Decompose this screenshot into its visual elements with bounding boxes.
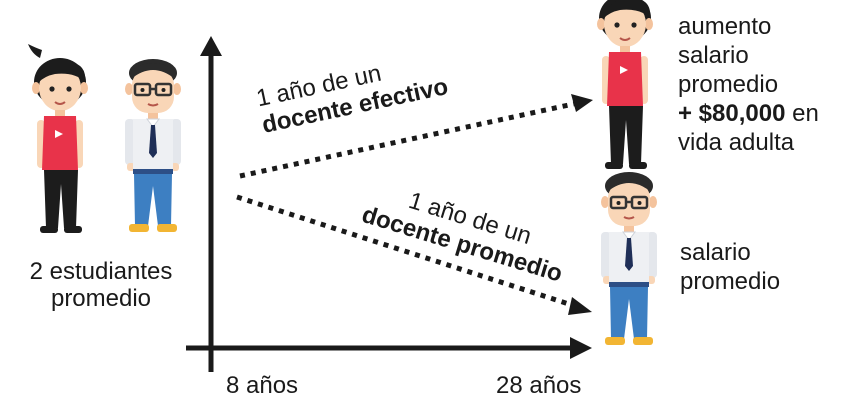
left-caption-line2: promedio bbox=[50, 285, 152, 312]
x-axis-arrowhead bbox=[570, 337, 592, 359]
outcome-line1: aumento bbox=[678, 13, 772, 40]
effective-path-arrowhead bbox=[571, 94, 593, 112]
left-caption-line1: 2 estudiantes bbox=[29, 258, 173, 285]
outcome-line5: vida adulta bbox=[678, 129, 795, 156]
x-axis-end-label: 28 años bbox=[496, 372, 582, 399]
effective-teacher-path bbox=[239, 100, 579, 179]
salary-increase-amount: + $80,000 bbox=[678, 100, 786, 127]
average-teacher-path bbox=[236, 194, 576, 309]
effective-outcome-text: aumento salario promedio + $80,000 en vi… bbox=[678, 12, 819, 157]
average-outcome-text: salario promedio bbox=[680, 238, 780, 296]
average-path-arrowhead bbox=[568, 297, 592, 315]
average-outcome-line2: promedio bbox=[680, 268, 781, 295]
outcome-line3: promedio bbox=[678, 71, 779, 98]
outcome-line2: salario bbox=[678, 42, 749, 69]
y-axis-arrowhead bbox=[200, 36, 222, 56]
x-axis-start-label: 8 años bbox=[226, 372, 299, 399]
left-caption: 2 estudiantes promedio bbox=[8, 258, 194, 312]
student-boy-figure bbox=[123, 57, 183, 234]
outcome-line4: + $80,000 en bbox=[678, 99, 819, 128]
outcome-line4-suffix: en bbox=[785, 100, 819, 127]
outcome-boy-figure bbox=[599, 170, 659, 347]
outcome-girl-figure bbox=[592, 0, 654, 170]
student-girl-figure bbox=[27, 43, 89, 234]
average-outcome-line1: salario bbox=[680, 239, 751, 266]
